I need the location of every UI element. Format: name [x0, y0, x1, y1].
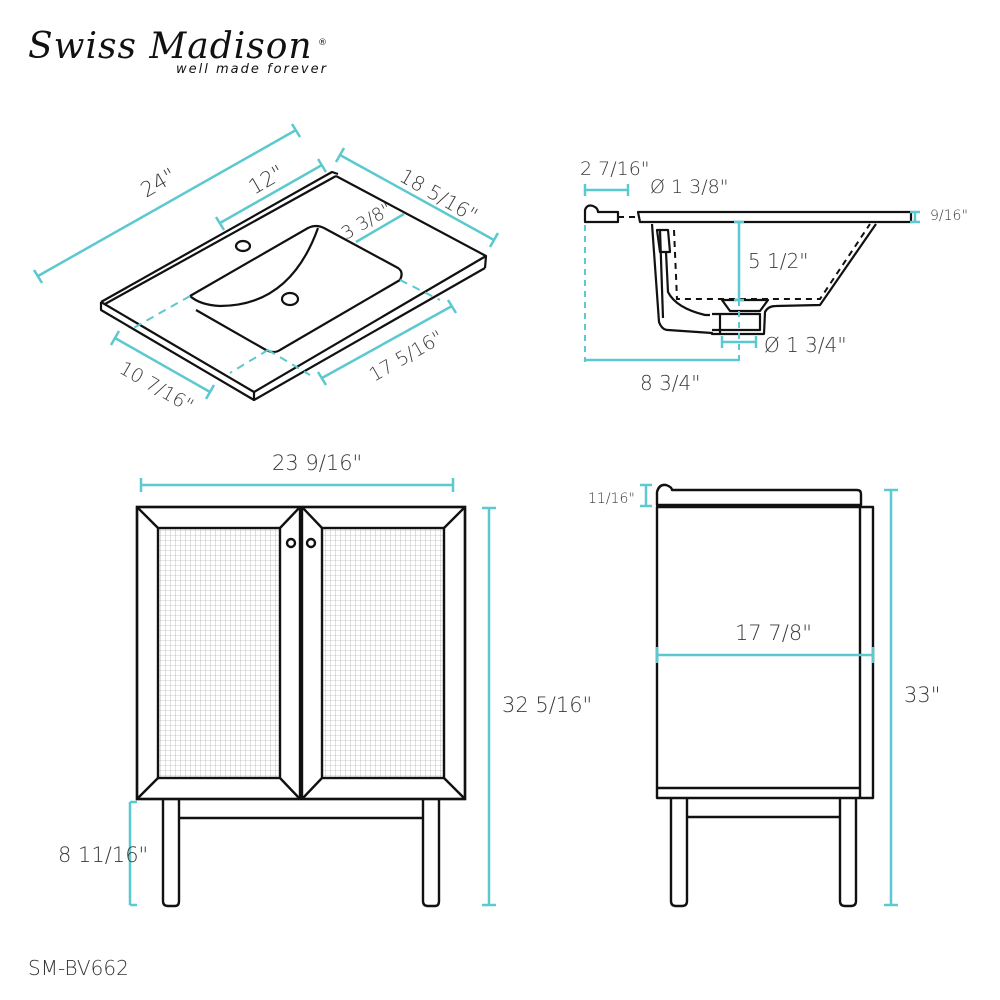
dim-top-thickness: 9/16"	[930, 208, 968, 224]
dim-front-width: 23 9/16"	[272, 451, 362, 475]
dim-drain-diameter: Ø 1 3/4"	[764, 333, 847, 357]
sink-section-view: 2 7/16" Ø 1 3/8" 9/16" 5 1/2" Ø 1 3/4" 8…	[580, 158, 968, 395]
dim-drain-center: 8 3/4"	[640, 371, 700, 395]
dim-bowl-offset: 3 3/8"	[338, 199, 396, 244]
dim-side-top-thickness: 11/16"	[588, 491, 635, 507]
brand-name: Swiss Madison	[28, 26, 313, 67]
dim-depth: 18 5/16"	[396, 164, 482, 228]
dim-leg-height: 8 11/16"	[58, 843, 148, 867]
dim-overall-width: 24"	[137, 163, 181, 202]
top-countertop-view: 24" 12" 18 5/16" 3 3/8" 10 7/16" 17 5/16…	[32, 123, 500, 417]
dim-bowl-front-width: 10 7/16"	[116, 357, 198, 417]
registered-mark: ®	[318, 38, 327, 48]
model-number: SM-BV662	[28, 956, 129, 980]
dim-faucet-hole-diameter: Ø 1 3/8"	[650, 176, 728, 198]
dim-side-depth: 17 7/8"	[735, 621, 812, 645]
dim-backsplash-to-faucet: 2 7/16"	[580, 158, 650, 180]
dim-bowl-length: 17 5/16"	[366, 326, 448, 386]
dim-faucet-center: 12"	[245, 160, 289, 199]
dim-bowl-depth: 5 1/2"	[748, 249, 808, 273]
brand-logo: Swiss Madison ® well made forever	[28, 26, 338, 86]
dim-cabinet-height: 32 5/16"	[502, 693, 592, 717]
brand-tagline: well made forever	[176, 62, 328, 77]
dim-overall-height: 33"	[904, 683, 940, 707]
front-elevation-view: 23 9/16" 32 5/16" 8 11/16"	[58, 451, 592, 908]
side-elevation-view: 11/16" 17 7/8" 33"	[588, 483, 940, 908]
